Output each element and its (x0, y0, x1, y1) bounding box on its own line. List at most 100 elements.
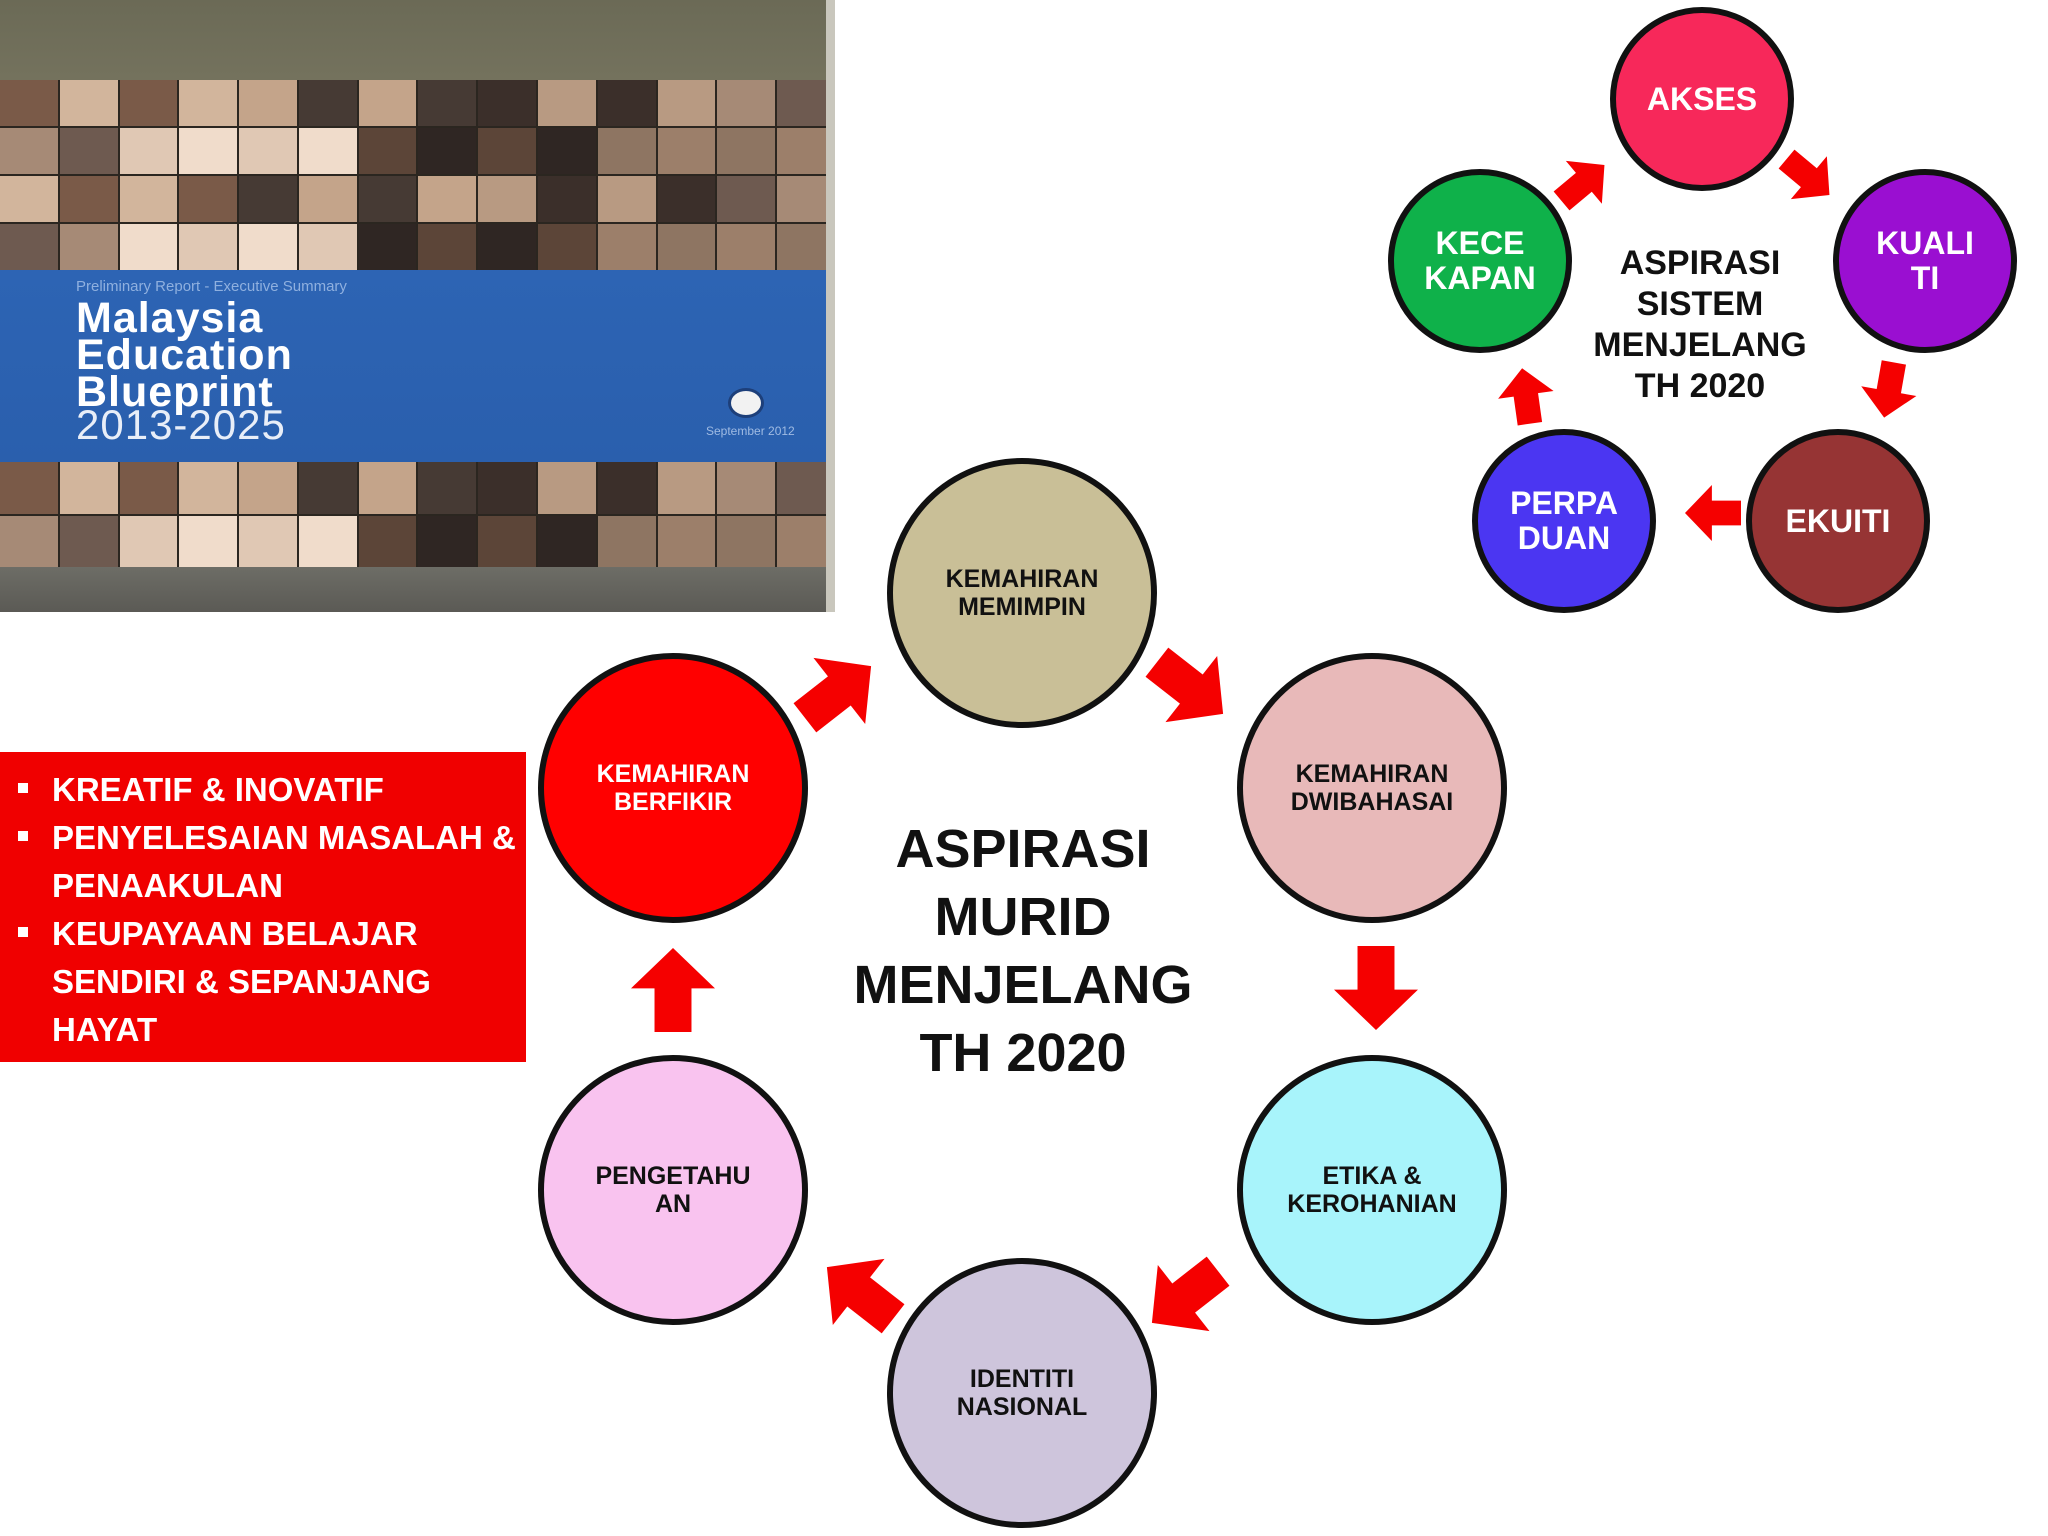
photo-tile (597, 128, 656, 174)
photo-tile (179, 515, 238, 567)
photo-tile (717, 224, 776, 270)
photo-tile (538, 176, 596, 222)
photo-tile (657, 176, 716, 222)
arrow-ekuiti-to-perpaduan (1685, 485, 1741, 541)
node-label: PENGETAHU AN (595, 1162, 751, 1218)
info-item: PENYELESAIAN MASALAH & PENAAKULAN (18, 814, 516, 910)
node-etika-kerohanian: ETIKA & KEROHANIAN (1237, 1055, 1507, 1325)
photo-tile (0, 462, 58, 514)
photo-tile (119, 128, 178, 174)
photo-tile (179, 224, 238, 270)
node-kemahiran-berfikir: KEMAHIRAN BERFIKIR (538, 653, 808, 923)
info-list: KREATIF & INOVATIF PENYELESAIAN MASALAH … (0, 752, 526, 1054)
photo-tile (538, 80, 596, 126)
blueprint-cover-photo: Preliminary Report - Executive Summary M… (0, 0, 835, 612)
square-bullet-icon (18, 783, 28, 793)
photo-tile (418, 80, 477, 126)
photo-tile (0, 224, 58, 270)
photo-tile (119, 80, 178, 126)
node-label: IDENTITI NASIONAL (956, 1365, 1088, 1421)
photo-tile (777, 462, 835, 514)
photo-tile (538, 128, 596, 174)
photo-tile (358, 224, 417, 270)
photo-tile (717, 176, 776, 222)
node-perpaduan: PERPA DUAN (1472, 429, 1656, 613)
photo-tile (777, 80, 835, 126)
cover-photo-mosaic-top (0, 80, 835, 270)
cover-title-band (0, 270, 826, 462)
photo-tile (179, 80, 238, 126)
arrow-berfikir-to-memimpin (793, 657, 872, 733)
photo-tile (478, 128, 537, 174)
info-item: KREATIF & INOVATIF (18, 766, 516, 814)
photo-tile (59, 515, 118, 567)
photo-tile (717, 515, 776, 567)
node-label: KEMAHIRAN DWIBAHASAI (1290, 760, 1454, 816)
info-item-text: KEUPAYAAN BELAJAR SENDIRI & SEPANJANG HA… (52, 915, 431, 1048)
arrow-akses-to-kualiti (1778, 149, 1830, 200)
info-item-text: PENYELESAIAN MASALAH & PENAAKULAN (52, 819, 516, 904)
cover-frame-edge (826, 0, 835, 612)
arrow-identiti-to-pengetahuan (826, 1258, 905, 1334)
photo-tile (597, 176, 656, 222)
photo-tile (717, 80, 776, 126)
photo-tile (418, 224, 477, 270)
photo-tile (298, 462, 357, 514)
photo-tile (358, 80, 417, 126)
arrow-kecekapan-to-akses (1553, 160, 1605, 211)
photo-tile (657, 128, 716, 174)
aspirasi-sistem-title: ASPIRASI SISTEM MENJELANG TH 2020 (1593, 244, 1807, 405)
photo-tile (59, 128, 118, 174)
photo-tile (657, 80, 716, 126)
photo-tile (717, 462, 776, 514)
photo-tile (239, 515, 297, 567)
photo-tile (59, 224, 118, 270)
photo-tile (0, 176, 58, 222)
node-ekuiti: EKUITI (1746, 429, 1930, 613)
node-akses: AKSES (1610, 7, 1794, 191)
cover-title-line1: Malaysia (76, 294, 264, 342)
photo-tile (0, 80, 58, 126)
node-label: PERPA DUAN (1510, 485, 1618, 556)
node-kecekapan: KECE KAPAN (1388, 169, 1572, 353)
node-label: ETIKA & KEROHANIAN (1287, 1162, 1457, 1218)
node-label: KECE KAPAN (1424, 225, 1536, 296)
photo-tile (478, 176, 537, 222)
photo-tile (358, 462, 417, 514)
photo-tile (119, 515, 178, 567)
photo-tile (119, 462, 178, 514)
photo-tile (298, 176, 357, 222)
photo-tile (597, 224, 656, 270)
photo-tile (597, 515, 656, 567)
ministry-logo-icon (728, 388, 764, 418)
photo-tile (59, 80, 118, 126)
photo-tile (777, 176, 835, 222)
arrow-etika-to-identiti (1151, 1256, 1230, 1332)
info-item: KEUPAYAAN BELAJAR SENDIRI & SEPANJANG HA… (18, 910, 516, 1054)
photo-tile (657, 515, 716, 567)
node-label: EKUITI (1785, 502, 1891, 539)
photo-tile (358, 515, 417, 567)
cover-photo-mosaic-bottom (0, 462, 835, 567)
photo-tile (657, 224, 716, 270)
photo-tile (777, 224, 835, 270)
photo-tile (239, 462, 297, 514)
photo-tile (59, 176, 118, 222)
square-bullet-icon (18, 831, 28, 841)
cover-backdrop (0, 0, 835, 88)
photo-tile (478, 462, 537, 514)
cover-title-line2: Education (76, 331, 293, 379)
photo-tile (657, 462, 716, 514)
cover-years: 2013-2025 (76, 401, 286, 448)
photo-tile (119, 224, 178, 270)
photo-tile (179, 176, 238, 222)
cover-date: September 2012 (706, 424, 795, 438)
photo-tile (478, 80, 537, 126)
arrow-perpaduan-to-kecekapan (1498, 368, 1554, 426)
photo-tile (418, 176, 477, 222)
photo-tile (298, 515, 357, 567)
photo-tile (239, 224, 297, 270)
node-kemahiran-memimpin: KEMAHIRAN MEMIMPIN (887, 458, 1157, 728)
photo-tile (418, 462, 477, 514)
photo-tile (239, 80, 297, 126)
